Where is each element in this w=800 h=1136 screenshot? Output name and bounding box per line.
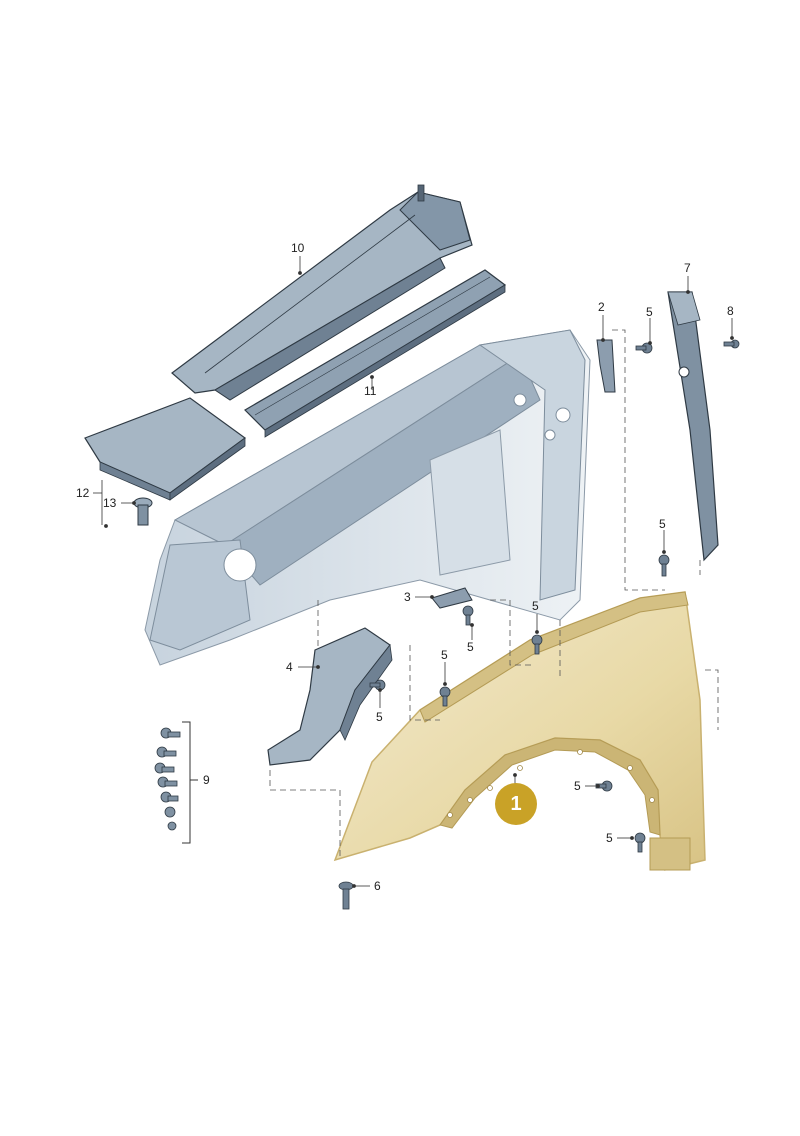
callout-6: 6 — [374, 879, 381, 893]
callout-5-fender-top: 5 — [532, 599, 539, 613]
callout-5-bracket4: 5 — [376, 710, 383, 724]
part-13-clip — [133, 497, 153, 526]
callout-10: 10 — [291, 241, 305, 255]
inner-wheel-housing — [144, 329, 591, 666]
callout-11: 11 — [364, 384, 377, 398]
callout-leaders — [93, 256, 734, 888]
part-1-front-fender — [333, 591, 706, 871]
callout-5-top: 5 — [646, 305, 653, 319]
callout-5-wheel-arch: 5 — [574, 779, 581, 793]
assembly-dash-lines — [269, 329, 719, 860]
part-12-cover-plate — [84, 397, 247, 501]
callout-5-right-upper: 5 — [659, 517, 666, 531]
fasteners — [338, 339, 740, 910]
callout-5-bracket3: 5 — [467, 640, 474, 654]
callout-7: 7 — [684, 261, 691, 275]
part-9-fastener-kit — [154, 721, 198, 844]
callout-5-bottom: 5 — [606, 831, 613, 845]
highlighted-part-badge[interactable]: 1 — [495, 783, 537, 825]
part-10-upper-trim-panel — [171, 184, 473, 401]
callout-4: 4 — [286, 660, 293, 674]
highlighted-part-label: 1 — [510, 792, 522, 815]
part-2-bracket — [596, 339, 616, 393]
callout-9: 9 — [203, 773, 210, 787]
part-11-seal-strip — [244, 269, 507, 438]
callout-3: 3 — [404, 590, 411, 604]
part-4-mounting-bracket — [267, 627, 393, 766]
callout-2: 2 — [598, 300, 605, 314]
callout-5-fender-mid: 5 — [441, 648, 448, 662]
callout-8: 8 — [727, 304, 734, 318]
callout-13: 13 — [103, 496, 117, 510]
callout-12: 12 — [76, 486, 90, 500]
part-7-side-trim-strip — [667, 291, 719, 562]
part-3-bracket — [431, 587, 473, 609]
